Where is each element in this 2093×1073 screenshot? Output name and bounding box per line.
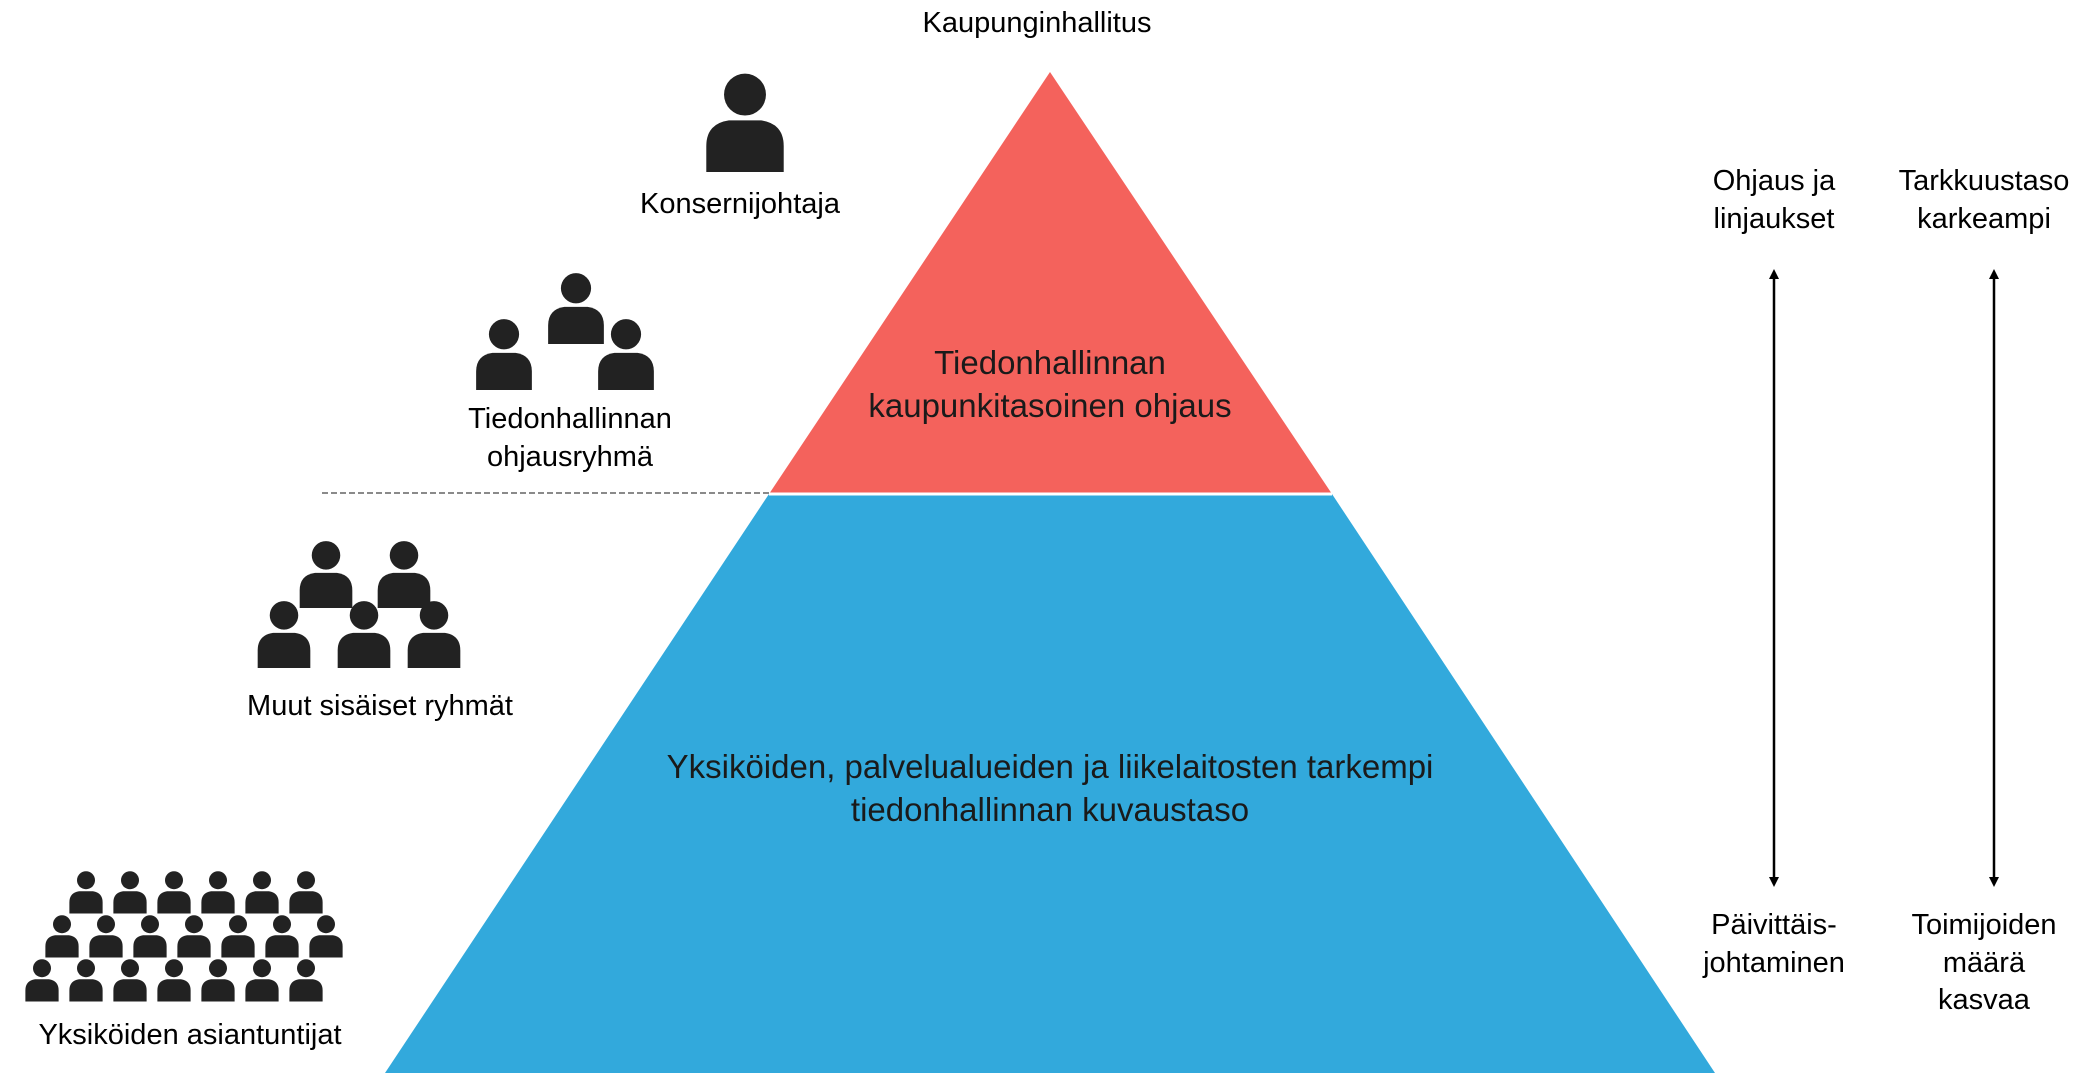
person-icon <box>244 958 280 1002</box>
person-icon <box>200 870 236 914</box>
person-icon <box>405 600 463 668</box>
pyramid-top-section <box>769 72 1332 494</box>
precision-bottom-label-line-2: määrä <box>1942 946 2026 979</box>
pyramid-bottom-label-line-1: Yksiköiden, palvelualueiden ja liikelait… <box>666 748 1434 785</box>
guidance-bottom-label: Päivittäis- johtaminen <box>1664 907 1884 982</box>
person-icon <box>156 870 192 914</box>
person-icon <box>288 958 324 1002</box>
person-icon <box>220 914 256 958</box>
person-icon <box>112 958 148 1002</box>
person-icon <box>176 914 212 958</box>
person-icon <box>132 914 168 958</box>
person-icon <box>297 540 355 608</box>
person-icon <box>470 318 538 390</box>
other-groups-icon-group <box>255 540 475 670</box>
precision-top-label: Tarkkuustaso karkeampi <box>1874 163 2093 238</box>
person-icon <box>375 540 433 608</box>
pyramid-bottom-label-line-2: tiedonhallinnan kuvaustaso <box>850 790 1250 828</box>
person-icon <box>288 870 324 914</box>
person-icon <box>68 870 104 914</box>
person-icon <box>200 958 236 1002</box>
person-icon <box>88 914 124 958</box>
pyramid-top-label-line-2: kaupunkitasoinen ohjaus <box>868 386 1232 424</box>
person-icon <box>592 318 660 390</box>
steering-group-icon-group <box>470 272 670 392</box>
guidance-top-label-line-2: linjaukset <box>1713 202 1835 235</box>
other-groups-label: Muut sisäiset ryhmät <box>247 690 513 722</box>
person-icon <box>156 958 192 1002</box>
person-icon <box>112 870 148 914</box>
experts-label: Yksiköiden asiantuntijat <box>38 1019 342 1051</box>
person-icon <box>255 600 313 668</box>
guidance-bottom-label-line-1: Päivittäis- <box>1711 909 1837 941</box>
precision-bottom-label-line-3: kasvaa <box>1938 984 2030 1017</box>
group-ceo-label: Konsernijohtaja <box>640 188 840 220</box>
guidance-top-label-line-1: Ohjaus ja <box>1712 165 1836 197</box>
steering-group-label-line-1: Tiedonhallinnan <box>468 403 672 435</box>
precision-top-label-line-2: karkeampi <box>1917 202 2051 235</box>
precision-bottom-label: Toimijoiden määrä kasvaa <box>1874 907 2093 1020</box>
person-icon <box>244 870 280 914</box>
experts-icon-group <box>20 870 390 1010</box>
city-board-label: Kaupunginhallitus <box>922 7 1152 39</box>
steering-group-label: Tiedonhallinnan ohjausryhmä <box>410 401 730 476</box>
person-icon <box>335 600 393 668</box>
pyramid-bottom-section <box>385 494 1715 1073</box>
person-icon <box>308 914 344 958</box>
guidance-bottom-label-line-2: johtaminen <box>1703 946 1845 979</box>
person-icon <box>24 958 60 1002</box>
guidance-top-label: Ohjaus ja linjaukset <box>1664 163 1884 238</box>
person-icon <box>264 914 300 958</box>
group-ceo-icon-group <box>690 72 800 176</box>
precision-top-label-line-1: Tarkkuustaso <box>1898 165 2070 197</box>
person-icon <box>700 72 790 172</box>
person-icon <box>44 914 80 958</box>
person-icon <box>68 958 104 1002</box>
person-icon <box>542 272 610 344</box>
steering-group-label-line-2: ohjausryhmä <box>486 440 654 473</box>
pyramid-top-label: Tiedonhallinnan kaupunkitasoinen ohjaus <box>780 342 1320 428</box>
precision-bottom-label-line-1: Toimijoiden <box>1911 909 2057 941</box>
pyramid-bottom-label: Yksiköiden, palvelualueiden ja liikelait… <box>550 746 1550 832</box>
pyramid-top-label-line-1: Tiedonhallinnan <box>934 344 1166 381</box>
